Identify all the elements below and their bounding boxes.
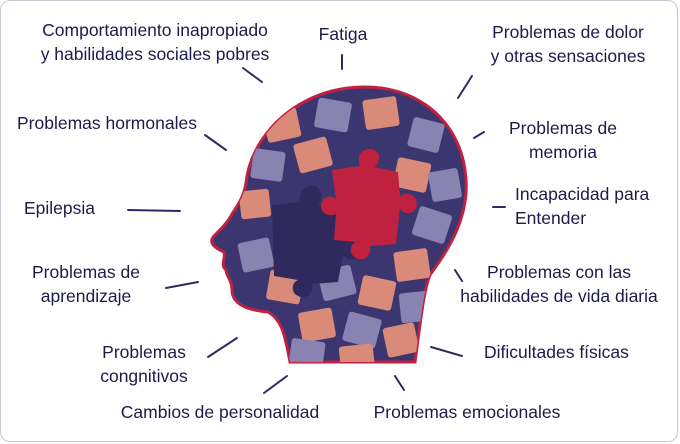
label-emotional: Problemas emocionales <box>373 402 561 422</box>
label-hormonal: Problemas hormonales <box>17 113 197 133</box>
label-learning: Problemas de aprendizaje <box>32 262 140 306</box>
label-social-behavior: Comportamiento inapropiado y habilidades… <box>40 20 270 64</box>
puzzle-pieces <box>237 96 462 363</box>
label-daily-living: Problemas con las habilidades de vida di… <box>460 262 658 306</box>
label-physical: Dificultades físicas <box>484 342 629 362</box>
label-understanding: Incapacidad para Entender <box>515 184 650 228</box>
label-epilepsy: Epilepsia <box>24 198 96 218</box>
connector-lines <box>127 54 506 394</box>
label-memory: Problemas de memoria <box>509 118 617 162</box>
label-cognitive: Problemas congnitivos <box>100 342 188 386</box>
red-puzzle-piece <box>320 148 417 260</box>
label-pain: Problemas de dolor y otras sensaciones <box>490 22 646 66</box>
label-personality: Cambios de personalidad <box>120 402 320 422</box>
label-fatigue: Fatiga <box>318 24 368 44</box>
